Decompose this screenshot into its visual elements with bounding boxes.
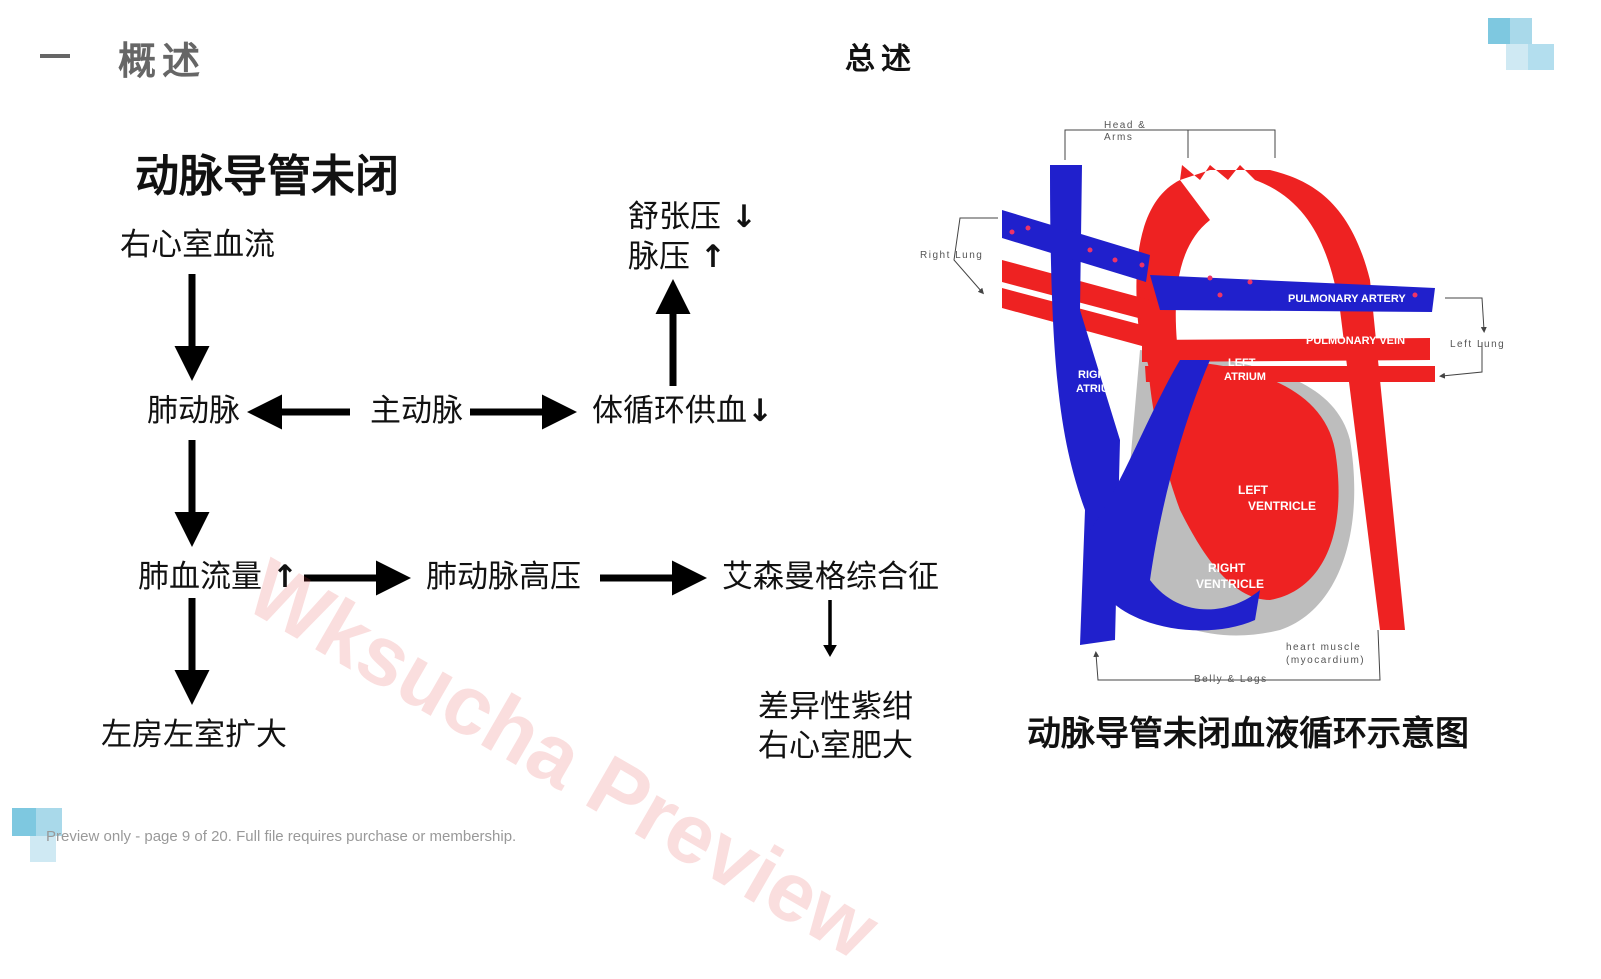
label-left-atrium-1: LEFT xyxy=(1228,357,1256,369)
diagram-caption: 动脉导管未闭血液循环示意图 xyxy=(1027,714,1469,754)
corner-decoration-top xyxy=(1488,18,1554,70)
down-arrow-icon: ↓ xyxy=(730,199,757,235)
label-belly-legs: Belly & Legs xyxy=(1194,674,1268,685)
pulmonary-vein-shape xyxy=(1142,338,1430,362)
node-rv-hypertrophy: 右心室肥大 xyxy=(758,728,913,764)
pda-heart-diagram: Head & Arms Right Lung Left Lung AORTA P… xyxy=(920,120,1505,685)
node-eisenmenger: 艾森曼格综合征 xyxy=(722,559,939,595)
label-right-atrium-2: ATRIUM xyxy=(1076,383,1118,395)
label-heart-muscle-1: heart muscle xyxy=(1286,642,1361,653)
corner-decoration-bottom xyxy=(12,808,62,862)
label-left-ventricle-1: LEFT xyxy=(1238,483,1269,497)
section-label: 概述 xyxy=(118,39,207,83)
label-left-atrium-2: ATRIUM xyxy=(1224,371,1266,383)
node-systemic-supply: 体循环供血↓ xyxy=(592,393,773,429)
right-lung-loop xyxy=(953,217,998,295)
label-right-atrium-1: RIGHT xyxy=(1078,369,1113,381)
flow-arrows xyxy=(174,274,837,705)
label-pulmonary-vein: PULMONARY VEIN xyxy=(1306,335,1405,347)
label-right-ventricle-2: VENTRICLE xyxy=(1196,577,1264,591)
down-arrow-icon: ↓ xyxy=(747,393,773,429)
aorta-arch-shape xyxy=(1136,180,1210,370)
label-head-arms-2: Arms xyxy=(1104,132,1133,143)
right-ventricle-shape xyxy=(1090,360,1260,631)
head-arms-loop xyxy=(1064,129,1276,160)
label-left-ventricle-2: VENTRICLE xyxy=(1248,499,1316,513)
label-head-arms-1: Head & xyxy=(1104,120,1146,131)
page-title: 总述 xyxy=(845,42,917,77)
main-title: 动脉导管未闭 xyxy=(135,151,399,202)
node-pulmonary-hypertension: 肺动脉高压 xyxy=(426,559,581,595)
label-aorta: AORTA xyxy=(1224,199,1266,213)
node-diastolic: 舒张压 ↓ xyxy=(628,199,757,235)
pulmonary-artery-shape xyxy=(1150,275,1435,312)
node-pulmonary-flow: 肺血流量 ↑ xyxy=(138,559,298,595)
node-aorta: 主动脉 xyxy=(370,393,463,429)
footer-note: Preview only - page 9 of 20. Full file r… xyxy=(46,828,517,845)
label-right-lung: Right Lung xyxy=(920,250,983,261)
right-pulmonary-artery-shape xyxy=(1002,210,1150,282)
up-arrow-icon: ↑ xyxy=(699,239,726,275)
label-heart-muscle-2: (myocardium) xyxy=(1286,655,1365,666)
label-right-ventricle-1: RIGHT xyxy=(1208,561,1246,575)
label-pulmonary-artery: PULMONARY ARTERY xyxy=(1288,293,1406,305)
node-pulmonary-artery: 肺动脉 xyxy=(147,393,240,429)
node-pulse-pressure: 脉压 ↑ xyxy=(628,239,726,275)
left-ventricle-shape xyxy=(1148,360,1339,600)
label-left-lung: Left Lung xyxy=(1450,339,1505,350)
node-rv-flow: 右心室血流 xyxy=(120,227,275,263)
up-arrow-icon: ↑ xyxy=(271,559,298,595)
label-pda: PDA xyxy=(1262,246,1288,260)
section-dash xyxy=(40,54,70,58)
descending-aorta-shape xyxy=(1180,165,1405,630)
left-lung-loop xyxy=(1445,297,1487,333)
belly-legs-loop xyxy=(1093,629,1381,681)
node-la-lv-enlarged: 左房左室扩大 xyxy=(101,717,287,753)
node-diff-cyanosis: 差异性紫绀 xyxy=(758,689,913,725)
